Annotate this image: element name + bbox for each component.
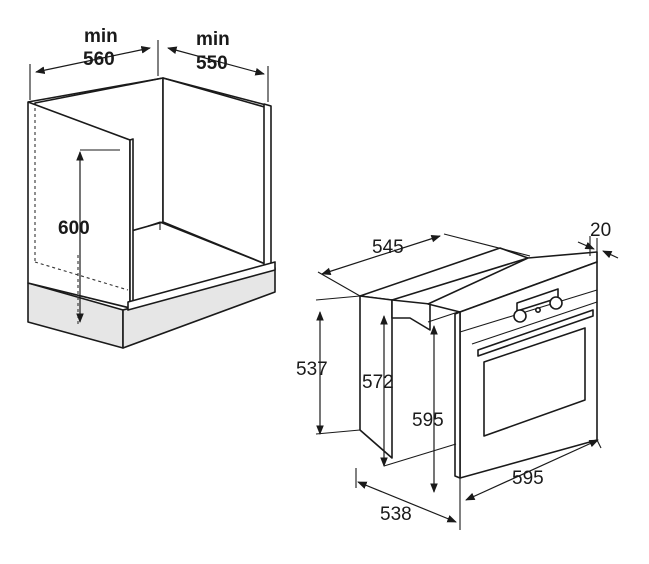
oven-front-edge [454,311,461,479]
cabinet-drawing: min 560 min 550 600 [27,26,276,349]
oven-depth-label-545: 545 [372,237,404,258]
cabinet-depth-value: 550 [196,53,228,74]
cabinet-left-panel-edge [129,138,134,309]
cabinet-height-value: 600 [58,218,90,239]
oven-depth-label-538: 538 [380,504,412,525]
dim-line-545 [321,234,441,276]
oven-door-handle [477,309,594,357]
oven-height-label-595: 595 [412,410,444,431]
dim-line-595-width [465,439,599,501]
dim-line-20 [577,241,595,250]
oven-height-label-537: 537 [296,359,328,380]
dim-line-550 [167,46,265,76]
cabinet-top-rim [27,77,271,107]
dim-line-560 [35,46,151,74]
oven-body-side-rear [391,299,431,331]
oven-width-label-595: 595 [512,468,544,489]
oven-front-thickness-label-20: 20 [590,220,611,241]
cabinet-width-value: 560 [83,49,115,70]
cabinet-right-panel-edge [263,103,272,269]
dim-line-538 [357,481,457,523]
oven-door-window [483,327,586,437]
oven-knob-right [549,296,563,310]
cabinet-depth-min-label: min [196,29,230,50]
oven-button [534,306,541,313]
oven-knob-left [513,309,527,323]
oven-drawing: 545 20 537 572 595 595 538 [296,220,619,530]
cabinet-front-rail [127,261,276,311]
oven-height-label-572: 572 [362,372,394,393]
cabinet-width-min-label: min [84,26,118,47]
